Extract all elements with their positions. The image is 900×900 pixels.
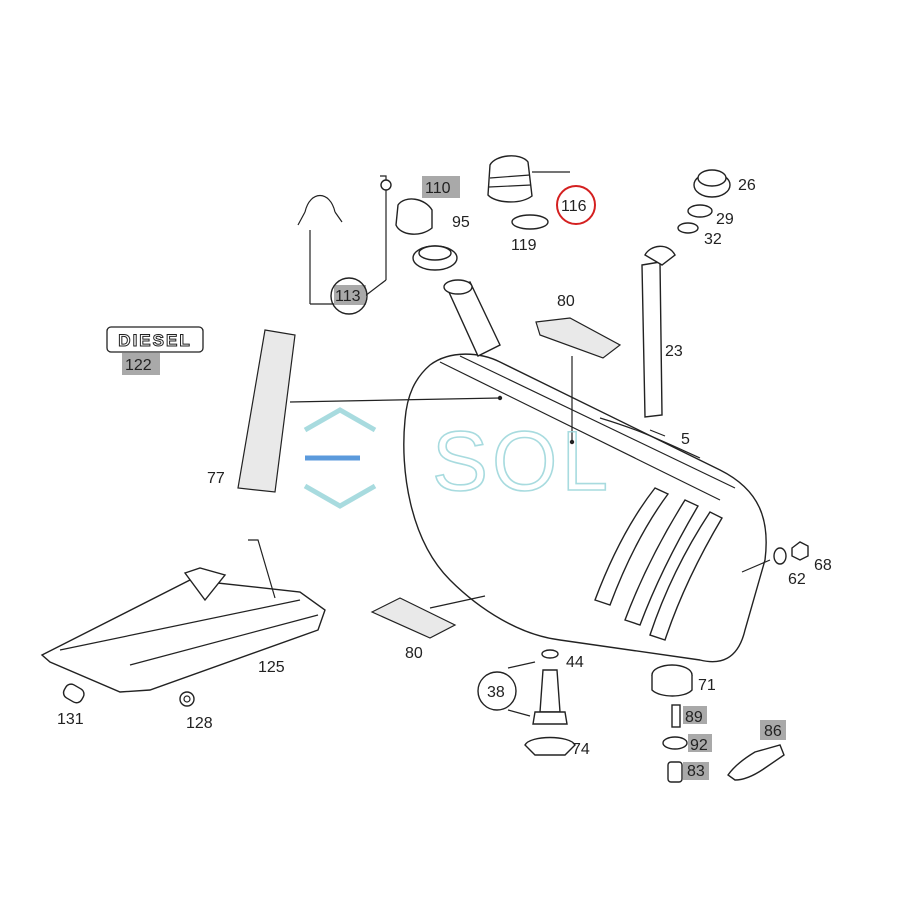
sensor-stack — [662, 704, 688, 783]
nut-128 — [179, 691, 195, 707]
watermark-text: SOL — [432, 414, 612, 508]
drain-assembly — [507, 649, 576, 756]
callout-131: 131 — [57, 711, 84, 728]
callout-128: 128 — [186, 715, 213, 732]
callout-68: 68 — [814, 557, 832, 574]
grommet-stack — [677, 169, 731, 234]
callout-83: 83 — [687, 763, 705, 780]
callout-71: 71 — [698, 677, 716, 694]
sender-71 — [651, 664, 693, 697]
fuel-tank — [289, 279, 771, 663]
callout-23: 23 — [665, 343, 683, 360]
highlight-83 — [683, 762, 709, 780]
callout-circle-113 — [330, 277, 368, 315]
callout-32: 32 — [704, 231, 722, 248]
callout-5: 5 — [681, 431, 690, 448]
highlight-86 — [760, 720, 786, 740]
diesel-emblem-text: DIESEL — [118, 331, 191, 350]
watermark: SOL — [303, 407, 612, 509]
callout-119: 119 — [511, 237, 537, 254]
highlight-122 — [122, 353, 160, 375]
grommet-pair — [395, 198, 458, 271]
diesel-emblem: DIESEL — [106, 326, 204, 353]
callout-95: 95 — [452, 214, 470, 231]
callout-62: 62 — [788, 571, 806, 588]
callout-122: 122 — [125, 357, 152, 374]
highlight-92 — [688, 734, 712, 752]
callout-92: 92 — [690, 737, 708, 754]
callout-26: 26 — [738, 177, 756, 194]
strip-77 — [237, 329, 296, 493]
callout-29: 29 — [716, 211, 734, 228]
callout-89: 89 — [685, 709, 703, 726]
bracket-86 — [727, 744, 785, 781]
pad-lower — [370, 597, 457, 639]
callout-74: 74 — [572, 741, 590, 758]
highlight-113 — [334, 285, 366, 305]
callout-86: 86 — [764, 723, 782, 740]
callout-80-upper: 80 — [557, 293, 575, 310]
highlight-110 — [422, 176, 460, 198]
callout-113: 113 — [335, 288, 361, 305]
callout-77: 77 — [207, 470, 225, 487]
hose-clamp — [297, 175, 392, 305]
vent-pipe — [641, 245, 676, 418]
callout-125: 125 — [258, 659, 285, 676]
skid-plate — [40, 539, 326, 693]
highlight-89 — [683, 706, 707, 724]
callout-circle-116 — [556, 185, 596, 225]
callout-110: 110 — [425, 180, 451, 197]
callout-44: 44 — [566, 654, 584, 671]
callout-38: 38 — [487, 684, 505, 701]
callout-80-lower: 80 — [405, 645, 423, 662]
filler-boot — [487, 155, 570, 230]
washer-nut — [773, 541, 809, 565]
pad-upper — [535, 317, 622, 359]
callout-116: 116 — [561, 198, 587, 215]
callout-circle-38 — [477, 671, 517, 711]
spacer-131 — [62, 683, 85, 704]
